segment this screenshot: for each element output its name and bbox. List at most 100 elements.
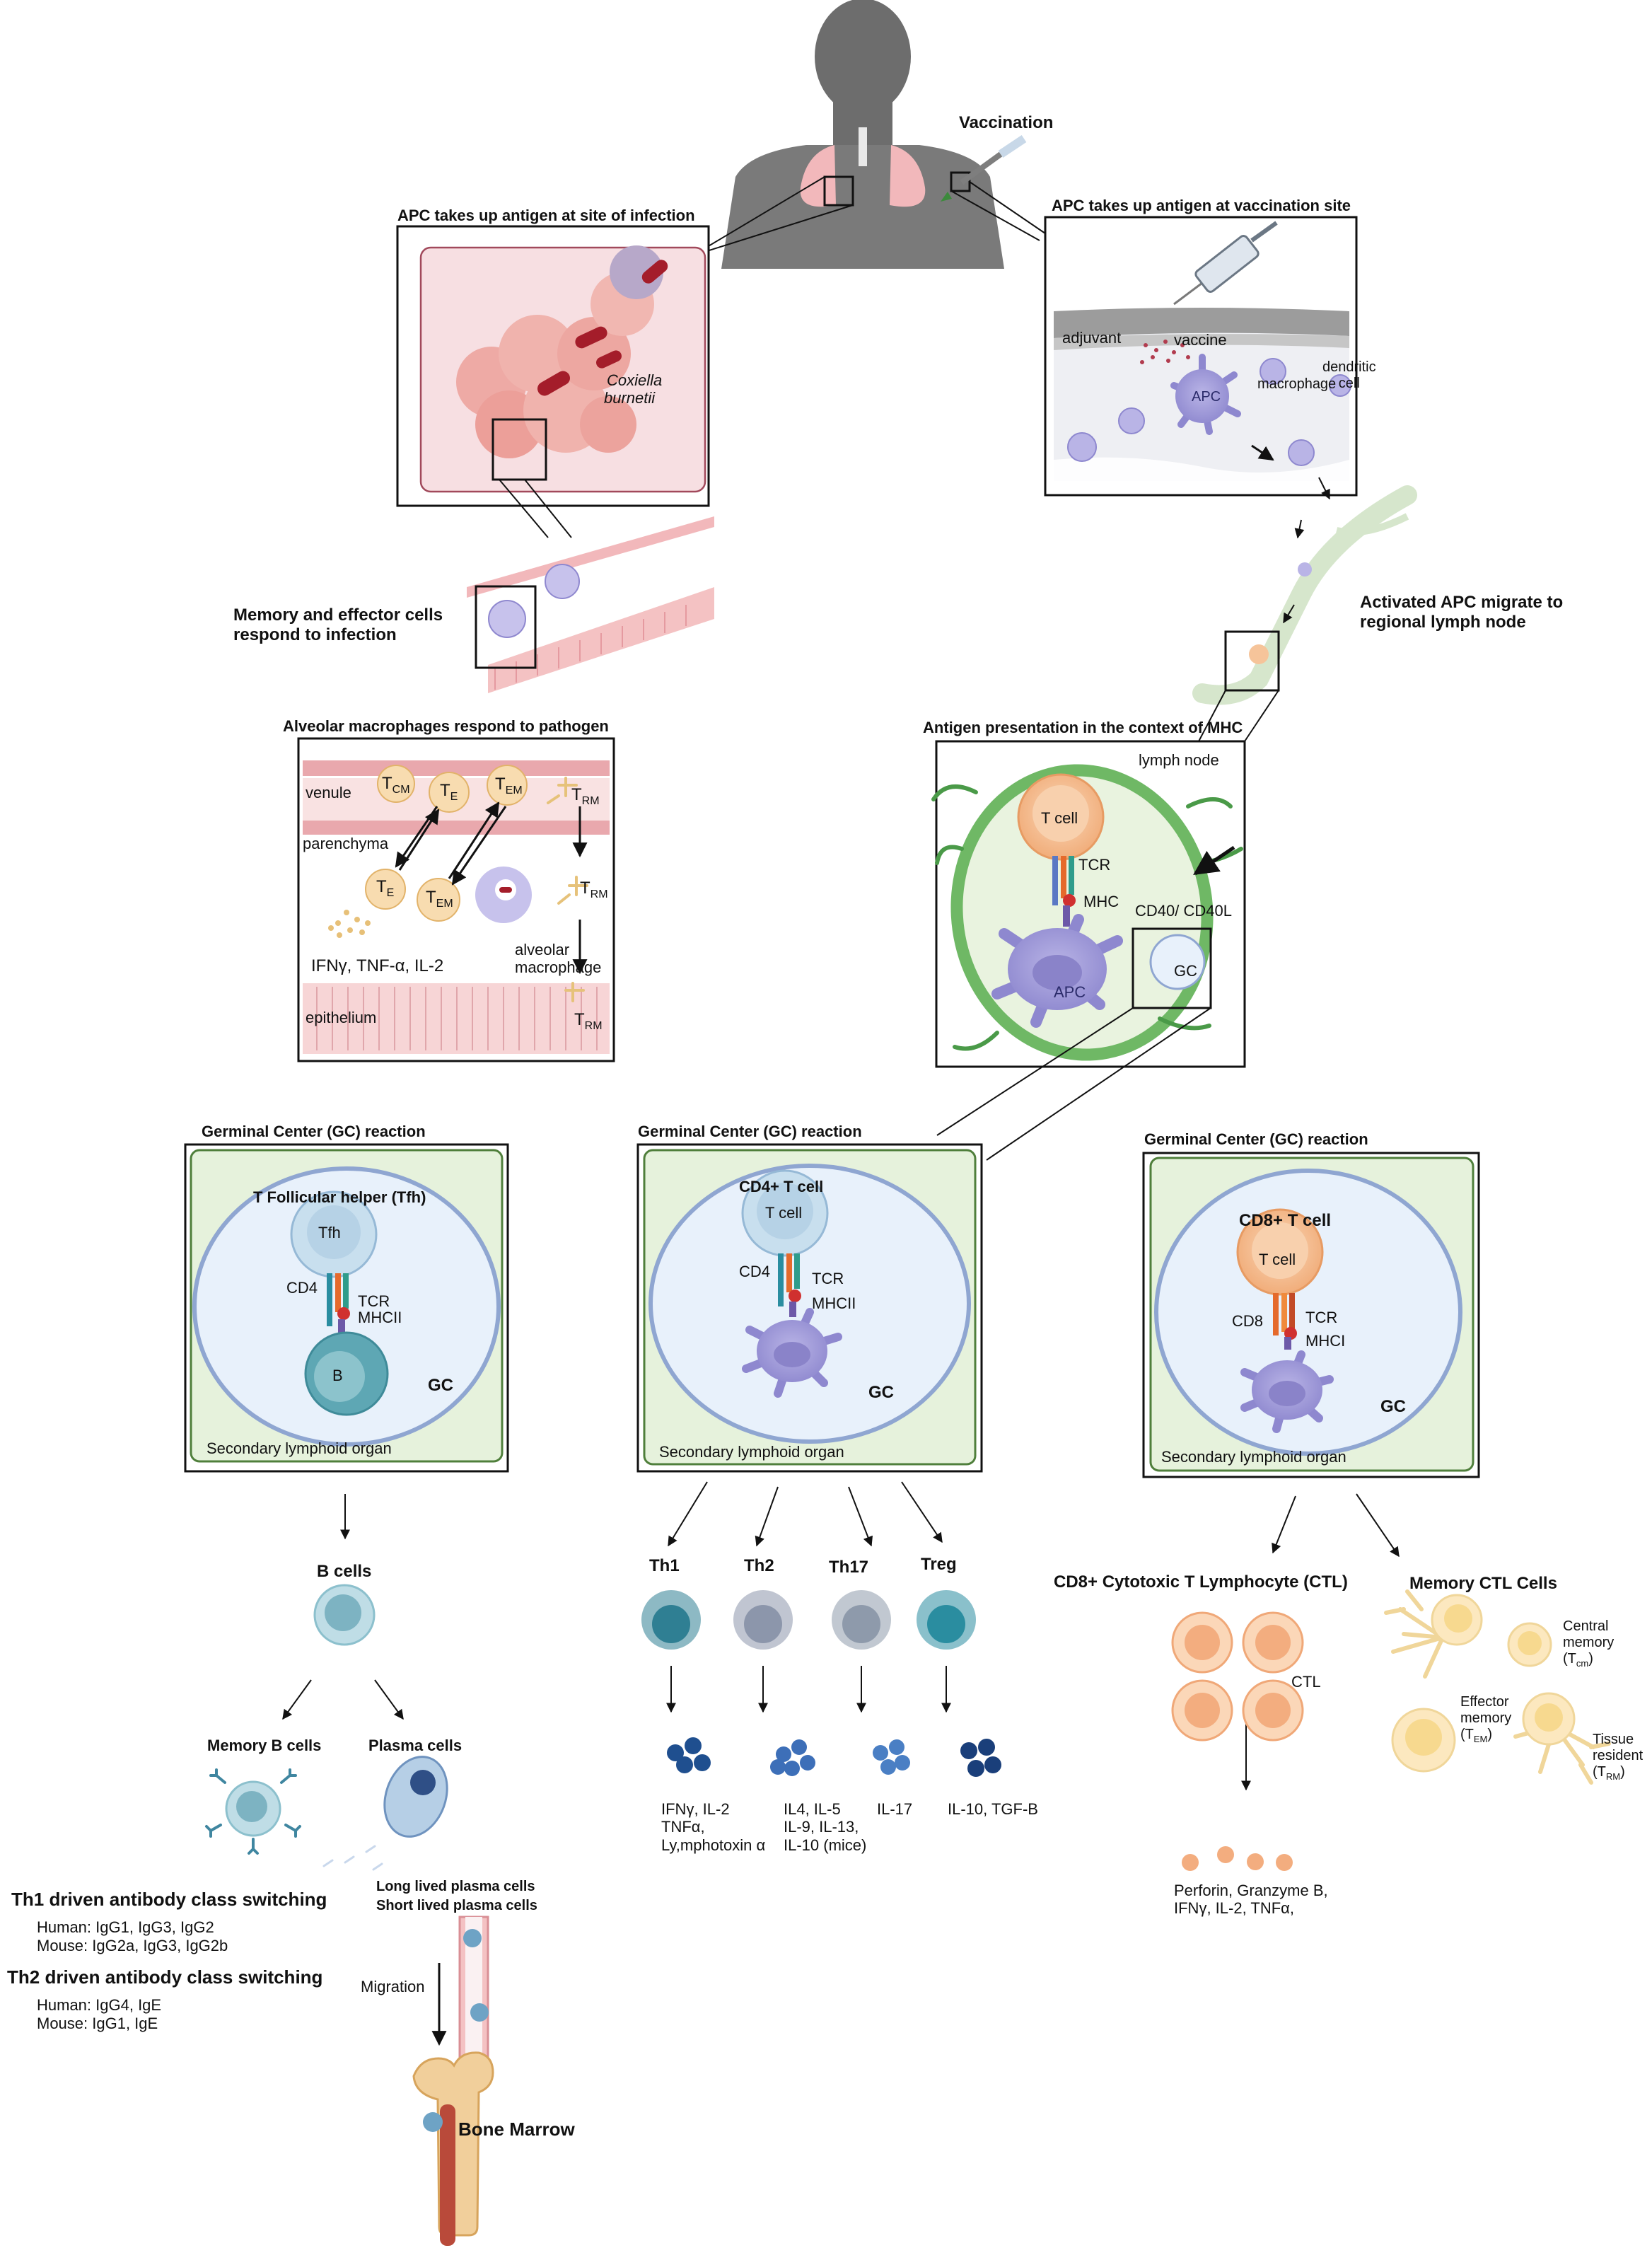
apc-small-label: APC [1192,389,1221,405]
alveolus-zoom-box [491,418,547,481]
central-memory-cell [1507,1622,1552,1667]
gc1-tcr: TCR [358,1292,390,1310]
alveolar-macrophage-cell [475,867,532,923]
vaccination-syringe [1173,221,1278,306]
gc3-title: Germinal Center (GC) reaction [1144,1130,1368,1148]
t-rm-label-mid: TRM [580,879,608,900]
th-cell-nucleus-th1 [652,1605,690,1643]
th1-human: Human: IgG1, IgG3, IgG2 [37,1918,214,1936]
t-e-label-top: TE [440,781,458,803]
gc-small-label: GC [1174,962,1197,980]
memory-b-label: Memory B cells [207,1737,322,1754]
gc2-organ: Secondary lymphoid organ [659,1443,844,1461]
cd40-label: CD40/ CD40L [1135,902,1232,920]
coxiella-label-2: burnetii [604,389,656,407]
alveolar-panel [297,737,615,1062]
vaccine-syringe-small [960,135,1027,185]
t-em-label-top: TEM [495,775,523,796]
treg-label: Treg [921,1555,957,1574]
memory-effector-label: Memory and effector cells respond to inf… [233,605,443,644]
effector-memory-cell [1391,1708,1456,1773]
t-rm-label-bottom: TRM [574,1010,603,1032]
gc3-mhc: MHCI [1305,1332,1346,1350]
vaccine-label: vaccine [1174,331,1227,349]
plasma-label: Plasma cells [368,1737,463,1754]
cytokine-clusters [667,1737,1001,1777]
vaccine-particles [1140,340,1190,364]
ctl-label: CTL [1291,1673,1321,1691]
t-em-label-bottom: TEM [426,888,453,910]
plasma-cell-icon [322,1756,448,1871]
gc1-gc: GC [428,1376,453,1395]
gc-panel-cd4 [636,1143,983,1473]
gc3-tcr: TCR [1305,1309,1338,1326]
gc2-tcr: TCR [812,1270,844,1287]
th-cell-nucleus-treg [927,1605,965,1643]
gc3-gc: GC [1380,1397,1406,1416]
t-cm-label: TCM [382,774,410,796]
bone-marrow-label: Bone Marrow [458,2119,575,2140]
infection-vessel [467,516,714,693]
epithelium-label: epithelium [306,1009,377,1026]
th-cell-nucleus-th17 [842,1605,880,1643]
gc-panel-cd8 [1142,1152,1480,1478]
ctl-title: CD8+ Cytotoxic T Lymphocyte (CTL) [1054,1572,1348,1592]
ctl-products: Perforin, Granzyme B, IFNγ, IL-2, TNFα, [1174,1882,1328,1918]
apc-lymph [991,914,1123,1028]
parenchyma-label: parenchyma [303,835,389,852]
mhc-lymph-label: MHC [1083,893,1119,910]
dendritic-cell-label: dendritic cell [1322,359,1376,391]
gc1-organ: Secondary lymphoid organ [206,1439,392,1457]
cytokines-label: IFNγ, TNF-α, IL-2 [311,956,444,975]
th1-label: Th1 [649,1556,680,1575]
tcr-lymph-label: TCR [1078,856,1111,874]
tissue-resident-cell [1513,1692,1611,1785]
migration-label: Migration [361,1978,425,1995]
lymph-node-panel [931,740,1246,1068]
gc3-organ: Secondary lymphoid organ [1161,1448,1346,1466]
infection-site-panel [396,225,710,507]
th17-label: Th17 [829,1558,869,1577]
blood-vessel-migration [458,1916,489,2060]
memory-ctl-cells [1384,1589,1611,1785]
gc2-mhc: MHCII [812,1294,856,1312]
th1-mouse: Mouse: IgG2a, IgG3, IgG2b [37,1937,228,1954]
adjuvant-label: adjuvant [1062,329,1122,347]
memory-b-icon [205,1768,301,1855]
gc1-mhc: MHCII [358,1309,402,1326]
lymphatic-vessel [1192,477,1417,705]
gc1-cell-title: T Follicular helper (Tfh) [253,1188,426,1206]
cd8-receptors [1273,1293,1297,1350]
venule-label: venule [306,784,351,801]
t-cell-lymph-label: T cell [1041,809,1078,827]
th-cell-nucleus-th2 [744,1605,782,1643]
treg-cytokines: IL-10, TGF-B [948,1800,1038,1818]
gc2-cell-label: T cell [765,1204,803,1222]
th1-switch-title: Th1 driven antibody class switching [11,1889,327,1910]
th17-cytokines: IL-17 [877,1800,913,1818]
tfh-receptors [327,1273,350,1333]
coxiella-bacteria [537,260,668,396]
vaccination-site-title: APC takes up antigen at vaccination site [1052,197,1351,214]
activated-apc-label: Activated APC migrate to regional lymph … [1360,593,1564,632]
ctl-cell-nucleus-3 [1185,1693,1220,1728]
lung-zoom-box [823,175,854,207]
mhc-panel-title: Antigen presentation in the context of M… [923,719,1243,736]
ctl-cell-icons [1171,1611,1304,1742]
alveolar-macrophage-label: alveolar macrophage [515,941,602,977]
t-rm-label-top: TRM [571,785,600,807]
apc-cd8 [1240,1350,1334,1433]
vaccination-site-panel [1044,216,1358,497]
th-cell-icons [641,1590,976,1650]
gc2-coreceptor: CD4 [739,1263,771,1280]
lymph-zoom-box [1224,630,1280,692]
tcr-mhc-receptors [1052,856,1076,927]
th2-human: Human: IgG4, IgE [37,1996,162,2014]
alveolar-title: Alveolar macrophages respond to pathogen [283,717,609,735]
ctl-granules [1182,1846,1293,1871]
th2-mouse: Mouse: IgG1, IgE [37,2015,158,2032]
gc-panel-tfh [184,1143,509,1473]
b-cell-icon [313,1584,376,1646]
